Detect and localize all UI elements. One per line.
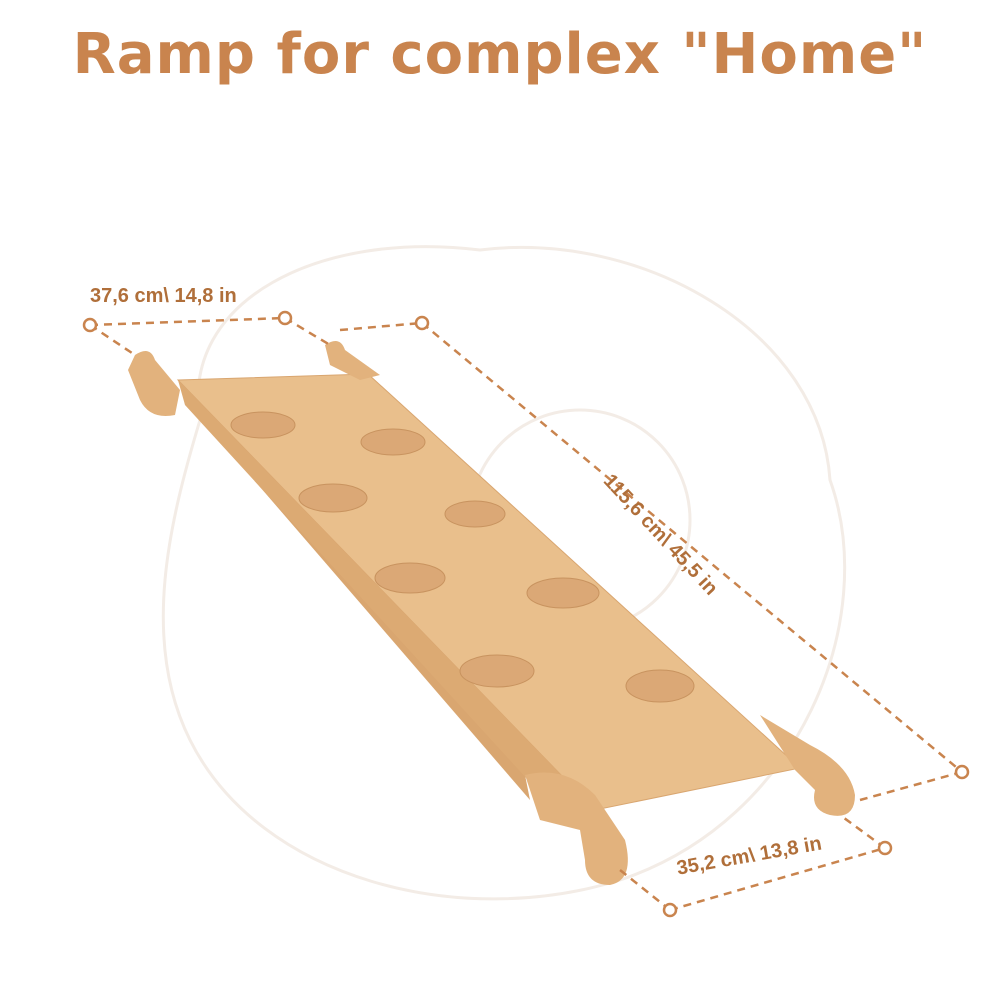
climbing-hold [459,654,535,688]
climbing-hold [374,562,446,594]
end-hook-bottom-left [525,772,628,885]
page-title: Ramp for complex "Home" [72,22,928,87]
side-rail-left [178,380,595,815]
end-hook-bottom-right [760,715,855,816]
dimension-label-top-width: 37,6 cm\ 14,8 in [90,285,237,307]
climbing-hold [526,577,600,609]
ramp [128,341,855,885]
climbing-holds [230,411,695,703]
climbing-hold [230,411,296,439]
dimension-endpoints [82,310,970,918]
end-hook-top-left [128,351,180,416]
climbing-hold [298,483,368,513]
dimension-lines [89,316,963,912]
end-hook-top-right [325,341,380,380]
climbing-hold [444,500,506,528]
climbing-hold [625,669,695,703]
climbing-hold [360,428,426,456]
